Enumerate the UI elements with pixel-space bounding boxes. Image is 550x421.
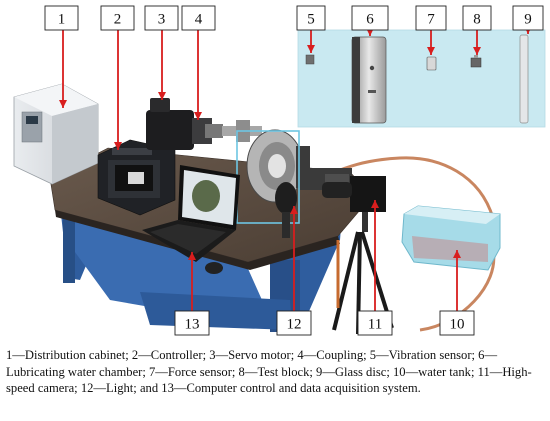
callout-arrowhead-12	[290, 206, 298, 214]
callout-arrowhead-1	[59, 100, 67, 108]
force-sensor-item	[426, 56, 437, 71]
callout-box-13	[174, 310, 210, 336]
callout-label-11: 11	[368, 317, 382, 333]
controller-unit	[97, 139, 176, 216]
component-inset-panel	[297, 29, 546, 128]
laptop	[142, 165, 240, 262]
water-tank	[401, 205, 501, 271]
callout-arrowhead-5	[307, 45, 315, 53]
callout-box-3	[144, 5, 179, 31]
light-fixture	[275, 182, 297, 238]
callout-label-13: 13	[185, 317, 200, 333]
callout-arrowhead-4	[194, 112, 202, 120]
callout-arrowhead-11	[371, 200, 379, 208]
callout-label-6: 6	[366, 12, 374, 28]
figure-caption: 1—Distribution cabinet; 2—Controller; 3—…	[6, 347, 546, 397]
callout-box-6	[351, 5, 389, 31]
callout-arrowhead-3	[158, 92, 166, 100]
callout-arrowhead-2	[114, 142, 122, 150]
vibration-sensor-item	[305, 54, 315, 65]
callout-box-10	[439, 310, 475, 336]
callout-label-8: 8	[473, 12, 481, 28]
callout-label-9: 9	[524, 12, 532, 28]
callout-box-7	[415, 5, 447, 31]
callout-label-12: 12	[287, 317, 302, 333]
callout-arrowhead-10	[453, 250, 461, 258]
distribution-cabinet	[13, 83, 99, 185]
callout-box-2	[100, 5, 135, 31]
servo-motor	[146, 98, 223, 150]
callout-label-5: 5	[307, 12, 315, 28]
callout-label-10: 10	[450, 317, 465, 333]
caption-text: 1—Distribution cabinet; 2—Controller; 3—…	[6, 348, 532, 395]
callout-label-2: 2	[114, 12, 122, 28]
mouse	[205, 262, 223, 274]
callout-box-9	[512, 5, 544, 31]
callout-label-7: 7	[427, 12, 435, 28]
water-chamber-item	[351, 36, 387, 124]
callout-arrowhead-13	[188, 252, 196, 260]
callout-label-3: 3	[158, 12, 166, 28]
test-block-item	[470, 55, 482, 68]
callout-box-12	[276, 310, 312, 336]
callout-label-1: 1	[58, 12, 66, 28]
callout-box-1	[44, 5, 79, 31]
callout-box-4	[181, 5, 216, 31]
callout-arrowhead-8	[473, 47, 481, 55]
callout-box-8	[462, 5, 492, 31]
callout-label-4: 4	[195, 12, 203, 28]
callout-arrowhead-7	[427, 47, 435, 55]
callout-box-5	[296, 5, 326, 31]
callout-box-11	[357, 310, 393, 336]
glass-disc-item	[519, 34, 529, 124]
high-speed-camera	[322, 176, 386, 232]
